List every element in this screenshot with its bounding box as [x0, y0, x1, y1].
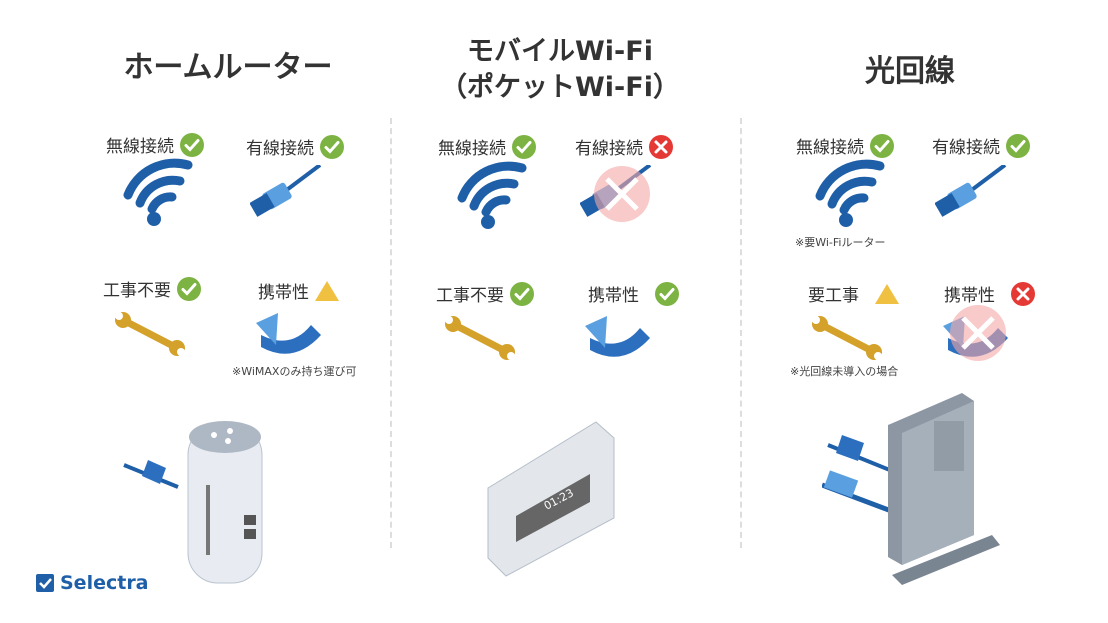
title-line: （ポケットWi-Fi） [440, 72, 680, 103]
feature-wired: 有線接続 [932, 133, 1030, 158]
pocket-wifi-device [487, 421, 615, 577]
portability-arrow-icon [256, 313, 321, 354]
feature-label: 無線接続 [106, 137, 174, 157]
feature-label: 携帯性 [258, 283, 309, 303]
feature-portability: 携帯性 [944, 281, 1035, 306]
column-title-home-router: ホームルーター [123, 50, 333, 85]
check-icon [655, 281, 679, 306]
feature-wireless: 無線接続 [106, 132, 204, 157]
feature-label: 工事不要 [103, 281, 171, 301]
wifi-icon [118, 155, 198, 230]
feature-label: 有線接続 [575, 139, 643, 159]
feature-label: 要工事 [808, 286, 859, 306]
cross-icon [1011, 281, 1035, 306]
check-icon [510, 281, 534, 306]
portability-arrow-icon [585, 316, 650, 357]
triangle-icon [875, 283, 899, 304]
lan-cable-icon [935, 165, 1007, 219]
check-icon [320, 134, 344, 159]
feature-construction-required: 要工事 [808, 281, 899, 306]
feature-label: 無線接続 [796, 138, 864, 158]
wrench-icon [812, 316, 884, 366]
logo-text: Selectra [60, 572, 149, 594]
wrench-icon [445, 316, 517, 366]
check-icon [512, 134, 536, 159]
feature-no-construction: 工事不要 [436, 281, 534, 306]
title-line: モバイルWi-Fi [467, 36, 653, 67]
feature-note: ※要Wi-Fiルーター [795, 236, 886, 249]
feature-wired: 有線接続 [246, 134, 344, 159]
column-divider [390, 118, 392, 548]
wifi-icon [810, 156, 890, 231]
check-icon [1006, 133, 1030, 158]
unavailable-icon [592, 164, 652, 224]
home-router-device [123, 421, 263, 584]
feature-label: 有線接続 [246, 139, 314, 159]
feature-label: 有線接続 [932, 138, 1000, 158]
onu-device [822, 393, 1000, 585]
logo-check-icon [36, 574, 54, 592]
column-divider [740, 118, 742, 548]
lan-cable-icon [250, 165, 322, 219]
feature-wireless: 無線接続 [796, 133, 894, 158]
feature-note: ※光回線未導入の場合 [790, 365, 899, 378]
check-icon [180, 132, 204, 157]
wifi-icon [452, 158, 532, 233]
feature-wireless: 無線接続 [438, 134, 536, 159]
feature-no-construction: 工事不要 [103, 276, 201, 301]
unavailable-icon [948, 303, 1008, 363]
selectra-logo: Selectra [36, 572, 149, 594]
feature-portability: 携帯性 [588, 281, 679, 306]
column-title-mobile-wifi: モバイルWi-Fi （ポケットWi-Fi） [420, 34, 700, 106]
check-icon [870, 133, 894, 158]
cross-icon [649, 134, 673, 159]
feature-label: 無線接続 [438, 139, 506, 159]
feature-label: 携帯性 [944, 286, 995, 306]
feature-portability: 携帯性 [258, 278, 339, 303]
feature-wired: 有線接続 [575, 134, 673, 159]
feature-label: 携帯性 [588, 286, 639, 306]
triangle-icon [315, 280, 339, 301]
feature-note: ※WiMAXのみ持ち運び可 [232, 365, 357, 378]
check-icon [177, 276, 201, 301]
wrench-icon [115, 312, 187, 362]
column-title-fiber: 光回線 [865, 54, 955, 89]
feature-label: 工事不要 [436, 286, 504, 306]
